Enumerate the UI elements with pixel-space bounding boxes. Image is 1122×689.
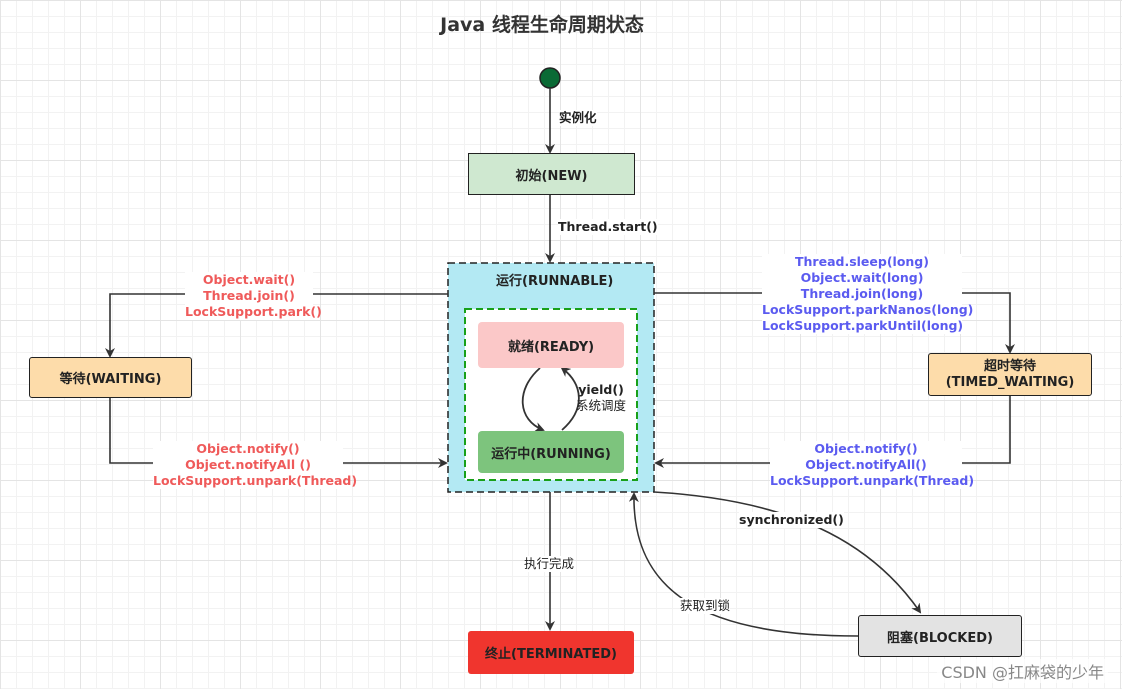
edge-running-to-ready: [560, 366, 580, 431]
scheduling-line: 系统调度: [576, 398, 627, 413]
watermark: CSDN @扛麻袋的少年: [937, 659, 1108, 683]
diagram-title: Java 线程生命周期状态: [440, 14, 644, 36]
from-waiting-line: Object.notify(): [196, 441, 300, 456]
from-waiting-line: Object.notifyAll (): [185, 457, 311, 472]
label-from-waiting: Object.notify() Object.notifyAll () Lock…: [153, 441, 358, 489]
timed-waiting-label-line2: (TIMED_WAITING): [945, 374, 1075, 390]
edge-ready-to-running: [521, 367, 545, 432]
timed-waiting-label-line1: 超时等待: [983, 358, 1036, 374]
label-from-timed-waiting: Object.notify() Object.notifyAll() LockS…: [770, 441, 975, 489]
to-timed-waiting-line: Thread.join(long): [800, 286, 924, 301]
to-waiting-line: Object.wait(): [202, 272, 296, 287]
from-timed-waiting-line: Object.notify(): [814, 441, 918, 456]
yield-line: yield(): [578, 382, 624, 397]
label-synchronized: synchronized(): [739, 512, 844, 528]
to-timed-waiting-line: LockSupport.parkUntil(long): [762, 318, 964, 333]
label-to-waiting: Object.wait() Thread.join() LockSupport.…: [185, 272, 322, 320]
to-timed-waiting-line: Thread.sleep(long): [795, 254, 929, 269]
to-timed-waiting-line: LockSupport.parkNanos(long): [762, 302, 974, 317]
label-acquire-lock: 获取到锁: [680, 598, 731, 614]
from-waiting-line: LockSupport.unpark(Thread): [153, 473, 358, 488]
edge-synchronized: [653, 491, 922, 614]
from-timed-waiting-line: LockSupport.unpark(Thread): [770, 473, 975, 488]
label-yield: yield() 系统调度: [576, 382, 626, 414]
start-node-icon: [539, 67, 561, 89]
from-timed-waiting-line: Object.notifyAll(): [805, 457, 927, 472]
label-to-timed-waiting: Thread.sleep(long) Object.wait(long) Thr…: [762, 254, 974, 334]
label-finish: 执行完成: [524, 556, 575, 572]
runnable-label: 运行(RUNNABLE): [496, 274, 614, 289]
to-timed-waiting-line: Object.wait(long): [800, 270, 924, 285]
state-terminated: 终止(TERMINATED): [468, 631, 634, 674]
state-running: 运行中(RUNNING): [478, 431, 624, 473]
state-waiting: 等待(WAITING): [29, 357, 192, 398]
state-new: 初始(NEW): [468, 153, 635, 195]
to-waiting-line: LockSupport.park(): [185, 304, 322, 319]
label-instantiate: 实例化: [559, 110, 597, 126]
state-blocked: 阻塞(BLOCKED): [858, 615, 1022, 657]
edge-to-waiting: [105, 293, 448, 358]
label-start: Thread.start(): [558, 219, 658, 235]
to-waiting-line: Thread.join(): [203, 288, 295, 303]
state-timed-waiting: 超时等待 (TIMED_WAITING): [928, 353, 1092, 396]
state-ready: 就绪(READY): [478, 322, 624, 368]
